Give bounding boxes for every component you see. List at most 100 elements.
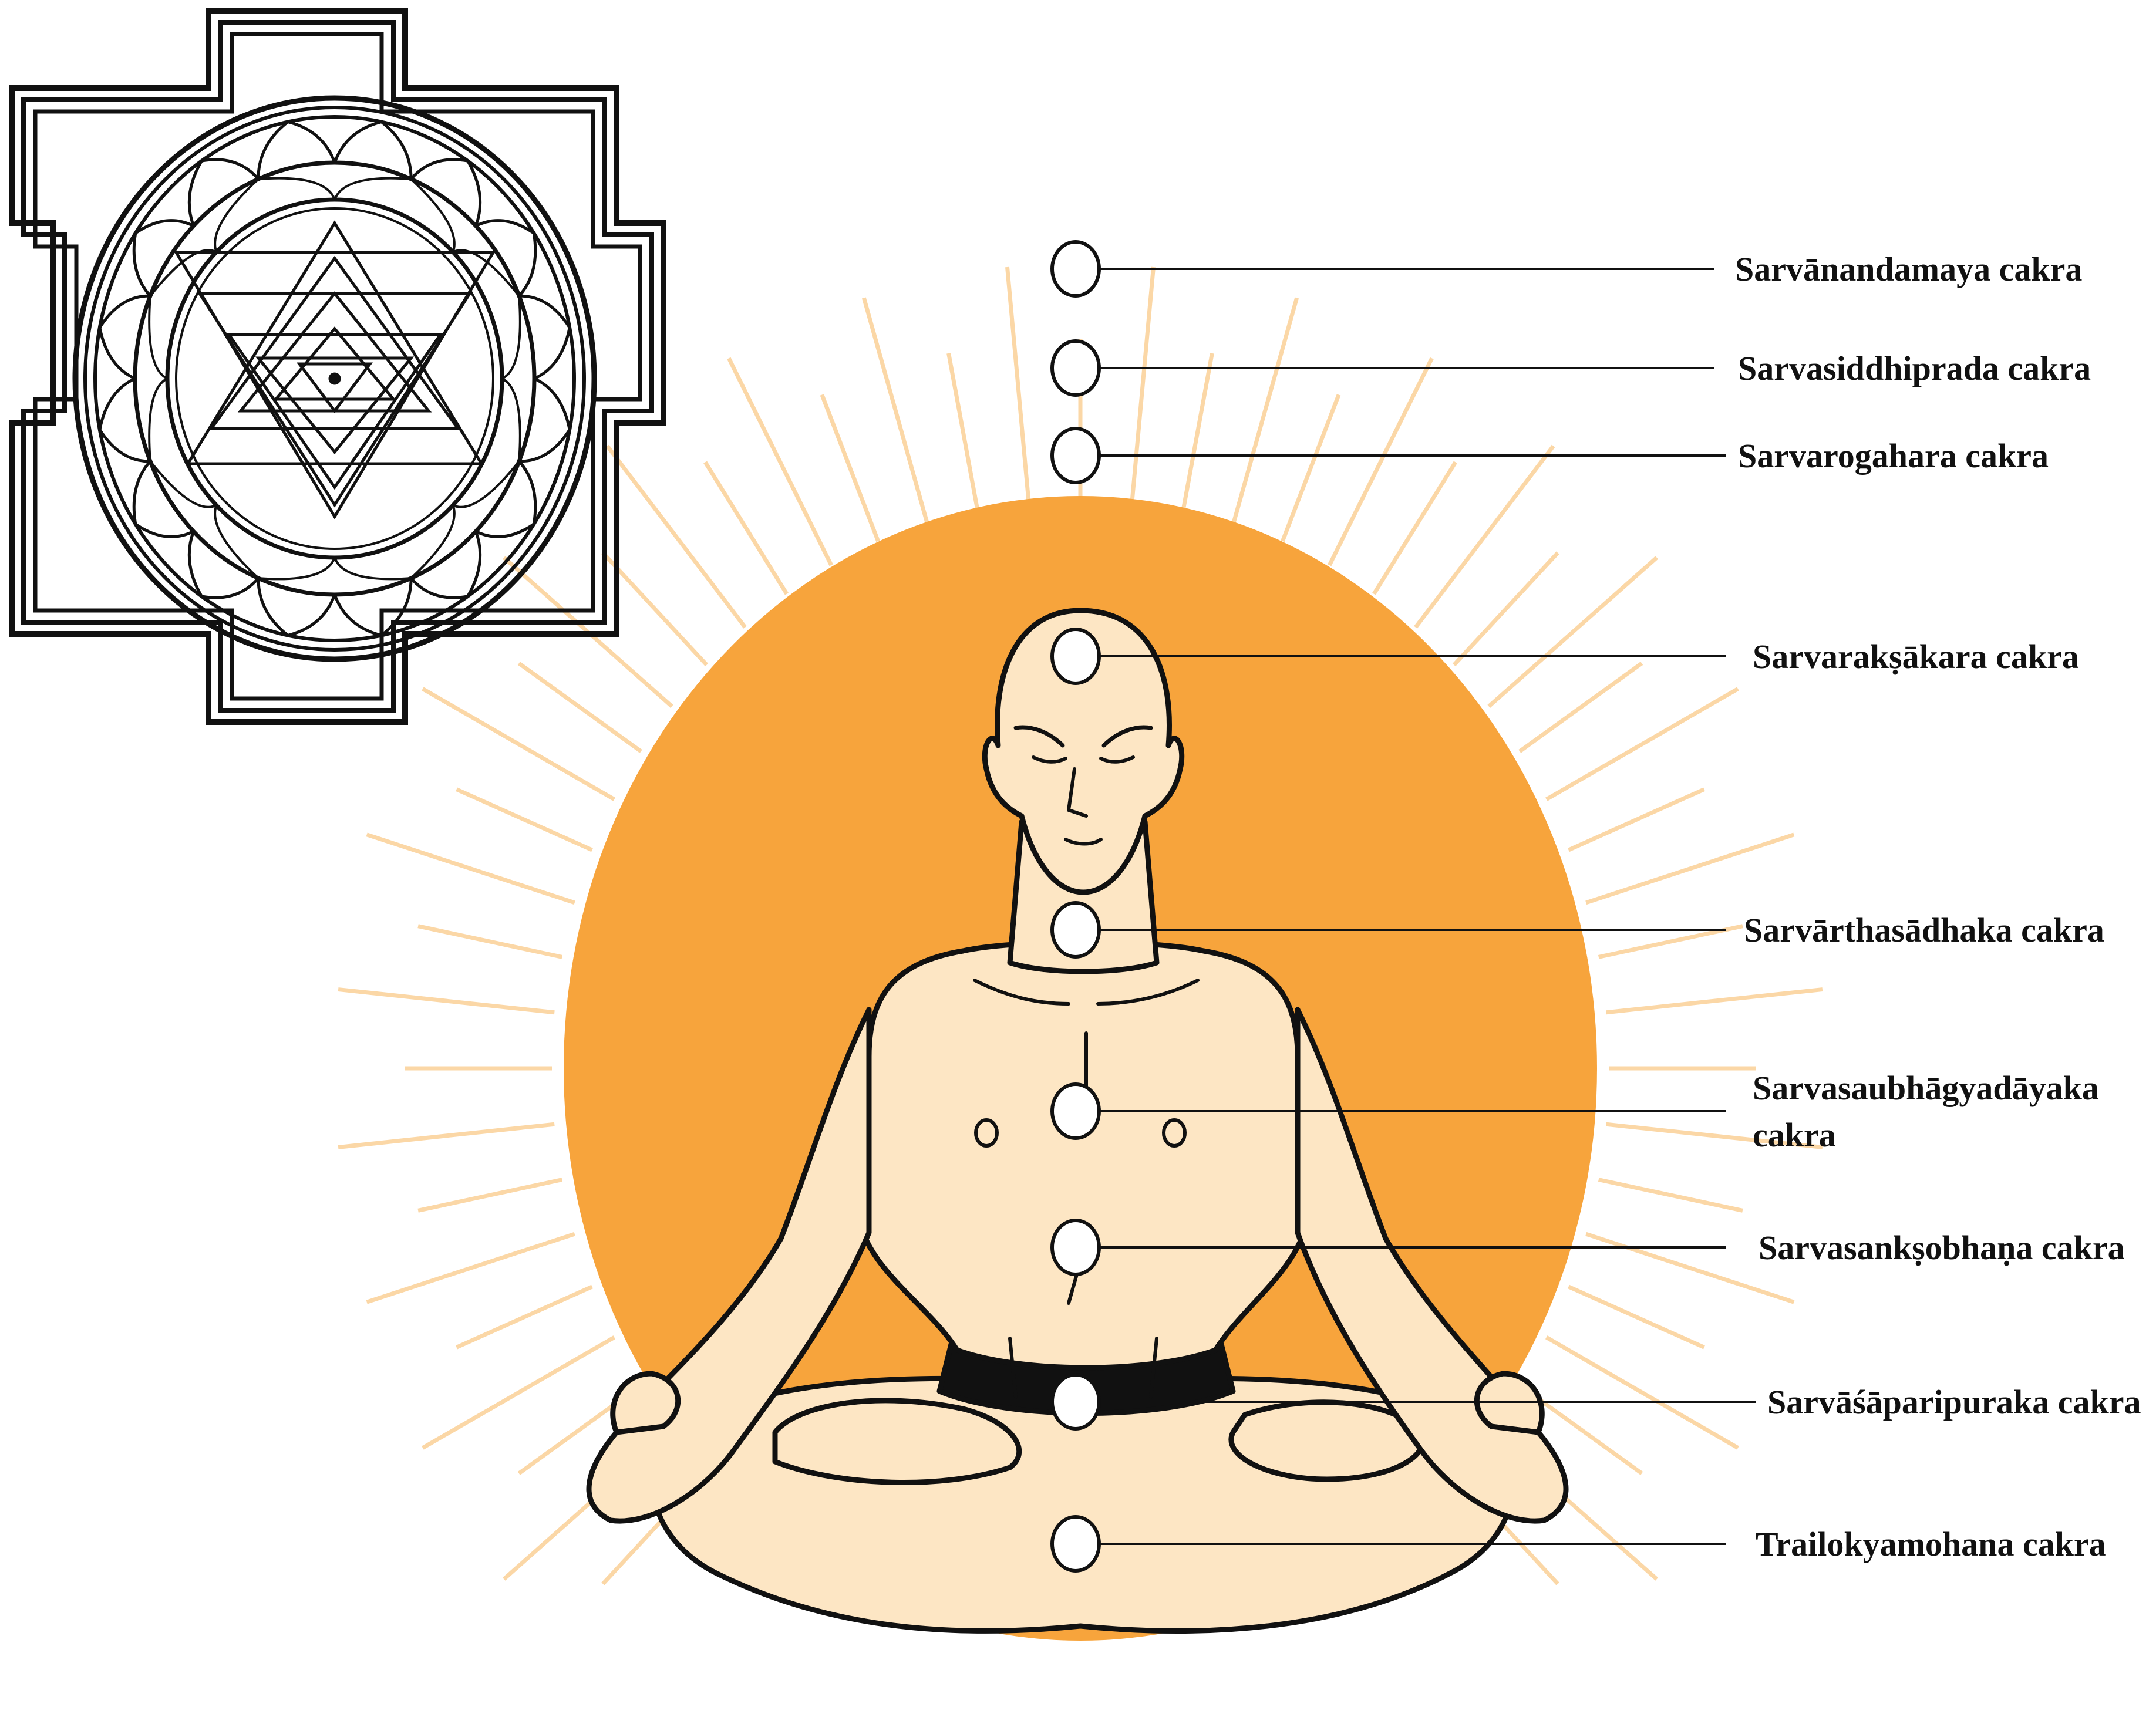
cakra-marker xyxy=(1050,1219,1101,1276)
cakra-marker xyxy=(1050,427,1101,484)
cakra-item: Sarvānandamaya cakra xyxy=(1050,240,2082,298)
lotus-petal xyxy=(148,377,217,508)
cakra-item: Sarvarakṣākara cakra xyxy=(1050,628,2079,685)
cakra-marker xyxy=(1050,901,1101,959)
sun-ray xyxy=(417,924,563,959)
sun-ray xyxy=(422,687,616,801)
cakra-item: Sarvasankṣobhaṇa cakra xyxy=(1050,1219,2125,1276)
cakra-item: Sarvārthasādhaka cakra xyxy=(1050,901,2104,959)
lotus-petal xyxy=(187,158,260,227)
sun-ray xyxy=(820,394,880,542)
sun-ray xyxy=(1130,266,1156,501)
sun-ray xyxy=(456,787,593,852)
sun-ray xyxy=(366,832,575,905)
sun-ray xyxy=(1585,1232,1795,1304)
sun-ray xyxy=(338,1122,555,1149)
sun-ray xyxy=(1231,297,1299,523)
lotus-petal xyxy=(187,531,260,599)
sun-ray xyxy=(1568,787,1705,852)
sun-ray xyxy=(1606,1122,1823,1149)
lotus-petal xyxy=(98,294,150,380)
lotus-petal xyxy=(452,249,521,380)
cakra-label: Trailokyamohana cakra xyxy=(1756,1525,2106,1563)
sun-ray xyxy=(1545,687,1739,801)
cakra-label: Sarvasankṣobhaṇa cakra xyxy=(1759,1229,2125,1267)
lotus-petal xyxy=(98,377,150,463)
lotus-petal xyxy=(519,294,571,380)
sun-ray xyxy=(1414,444,1555,629)
lotus-petal xyxy=(214,177,336,253)
sun-ray xyxy=(366,1232,575,1304)
sun-ray xyxy=(1372,461,1457,595)
sun-ray xyxy=(517,662,642,753)
sun-ray xyxy=(703,461,789,595)
cakra-label: Sarvānandamaya cakra xyxy=(1735,250,2082,288)
sun-ray xyxy=(1606,987,1823,1015)
sun-ray xyxy=(1328,357,1434,566)
sun-ray xyxy=(1005,266,1031,501)
yantra-triangle xyxy=(173,251,496,519)
lotus-petal xyxy=(214,504,336,581)
yantra-triangle xyxy=(255,356,415,454)
cakra-item: Sarvarogahara cakra xyxy=(1050,427,2049,484)
lotus-petal xyxy=(410,158,482,227)
cakra-item: Sarvāśāparipuraka cakra xyxy=(1050,1373,2141,1431)
sun-ray xyxy=(946,353,979,510)
cakra-label-line2: cakra xyxy=(1753,1116,1836,1154)
cakra-label: Sarvarakṣākara cakra xyxy=(1753,637,2079,676)
sun-ray xyxy=(1518,662,1643,753)
cakra-label: Sarvāśāparipuraka cakra xyxy=(1767,1383,2141,1421)
cakra-marker xyxy=(1050,240,1101,298)
cakra-label: Sarvārthasādhaka cakra xyxy=(1744,911,2104,949)
cakra-item: Sarvasaubhāgyadāyaka cakra xyxy=(1050,1069,2099,1154)
sun-ray xyxy=(601,551,709,667)
sun-ray xyxy=(1281,394,1341,542)
lotus-petal xyxy=(475,219,537,297)
cakra-marker xyxy=(1050,1082,1101,1140)
sun-ray xyxy=(1181,353,1214,510)
lotus-petal xyxy=(132,460,194,538)
bindu-dot xyxy=(328,372,341,385)
cakra-marker xyxy=(1050,1373,1101,1431)
sun-ray xyxy=(422,1335,616,1450)
sun-ray xyxy=(1487,556,1659,708)
lotus-petal xyxy=(257,120,336,180)
sun-ray xyxy=(861,297,929,523)
cakra-marker xyxy=(1050,1515,1101,1573)
cakra-label: Sarvarogahara cakra xyxy=(1738,437,2049,475)
lotus-petal xyxy=(333,504,456,581)
lotus-petal xyxy=(475,460,537,538)
cakra-marker xyxy=(1050,628,1101,685)
cakra-label: Sarvasaubhāgyadāyaka xyxy=(1753,1069,2099,1107)
lotus-petal xyxy=(333,177,456,253)
yantra-triangle xyxy=(208,255,461,430)
sun-ray xyxy=(338,987,555,1015)
meditating-figure-icon xyxy=(586,608,1569,1634)
cakra-marker xyxy=(1050,339,1101,397)
lotus-petal xyxy=(132,219,194,297)
sun-ray xyxy=(727,357,833,566)
sun-ray xyxy=(1568,1284,1705,1350)
lotus-petal xyxy=(257,578,336,637)
sun-ray xyxy=(1585,832,1795,905)
sun-ray xyxy=(1545,1335,1739,1450)
yantra-triangle xyxy=(297,362,373,414)
sri-yantra-icon xyxy=(9,8,666,725)
lotus-petal xyxy=(333,578,413,637)
sun-ray xyxy=(1598,924,1743,959)
cakra-item: Trailokyamohana cakra xyxy=(1050,1515,2106,1573)
sun-ray xyxy=(417,1178,563,1213)
yantra-triangle xyxy=(185,220,484,465)
cakra-item: Sarvasiddhiprada cakra xyxy=(1050,339,2091,397)
lotus-petal xyxy=(410,531,482,599)
sun-ray xyxy=(456,1284,593,1350)
lotus-petal xyxy=(452,377,521,508)
sun-ray xyxy=(1452,551,1559,667)
sun-ray xyxy=(1598,1178,1743,1213)
lotus-petal xyxy=(148,249,217,380)
cakra-label: Sarvasiddhiprada cakra xyxy=(1738,349,2091,387)
sun-ray xyxy=(605,444,747,629)
lotus-petal xyxy=(333,120,413,180)
